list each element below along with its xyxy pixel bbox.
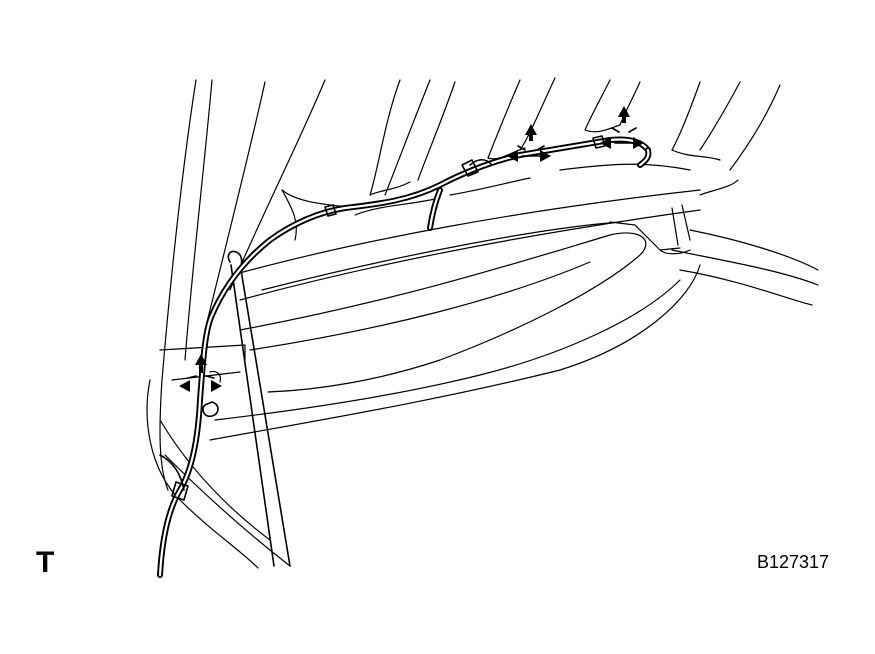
hose-clamps (159, 135, 606, 501)
clip-arrows-lower (179, 354, 222, 392)
arrow-up-icon (618, 106, 630, 117)
arrow-right-icon (540, 150, 551, 162)
arrow-left-icon (507, 150, 518, 162)
clip-arrows-upper (600, 106, 644, 149)
arrow-right-icon (633, 137, 644, 149)
figure-code: B127317 (757, 552, 830, 572)
arrow-right-icon (211, 380, 222, 392)
clip-arrows-middle (507, 124, 551, 162)
arrow-up-icon (195, 354, 207, 365)
hood-support-rod (227, 250, 291, 567)
washer-hose (157, 136, 652, 578)
arrow-left-icon (600, 137, 611, 149)
hood-inner-frame (209, 179, 819, 441)
corner-mark: T (36, 546, 55, 579)
arrow-up-icon (525, 124, 537, 135)
arrow-left-icon (179, 380, 190, 392)
hood-panel (146, 79, 326, 569)
